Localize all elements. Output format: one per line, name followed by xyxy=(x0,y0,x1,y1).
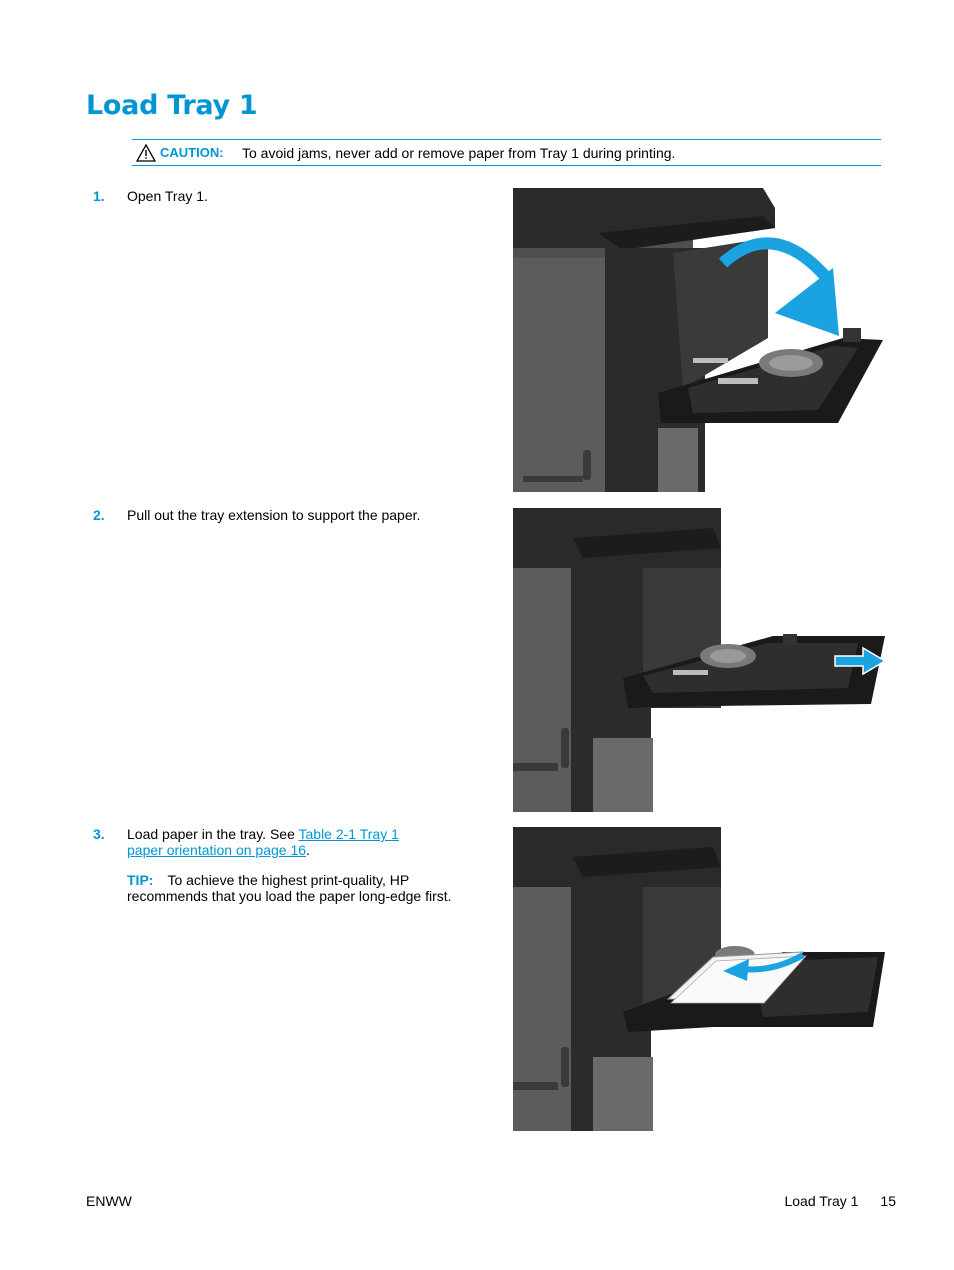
step-2-number: 2. xyxy=(93,507,105,523)
step-3-text-before: Load paper in the tray. See xyxy=(127,826,299,842)
footer-left-label: ENWW xyxy=(86,1193,132,1209)
tip-text: To achieve the highest print-quality, HP… xyxy=(127,872,452,904)
printer-load-paper-illustration xyxy=(513,827,885,1131)
page-title: Load Tray 1 xyxy=(86,90,258,121)
step-1-text: Open Tray 1. xyxy=(127,188,208,204)
footer-section-title: Load Tray 1 xyxy=(784,1193,859,1209)
warning-triangle-icon xyxy=(136,143,156,162)
footer-right: Load Tray 1 15 xyxy=(784,1193,896,1209)
caution-label: CAUTION: xyxy=(160,145,224,160)
tip-note: TIP:To achieve the highest print-quality… xyxy=(127,872,457,904)
page-number: 15 xyxy=(880,1193,896,1209)
step-3-text: Load paper in the tray. See Table 2-1 Tr… xyxy=(127,826,427,858)
figure-open-tray xyxy=(513,188,885,492)
figure-load-paper xyxy=(513,827,885,1131)
printer-extension-illustration xyxy=(513,508,885,812)
caution-notice: CAUTION: To avoid jams, never add or rem… xyxy=(132,139,881,166)
tip-label: TIP: xyxy=(127,872,154,888)
step-2-text: Pull out the tray extension to support t… xyxy=(127,507,421,523)
figure-tray-extension xyxy=(513,508,885,812)
step-1-number: 1. xyxy=(93,188,105,204)
step-3-text-after: . xyxy=(306,842,310,858)
table-reference-link[interactable]: Table 2-1 Tray 1 paper orientation on pa… xyxy=(127,826,399,858)
step-3-number: 3. xyxy=(93,826,105,842)
printer-open-tray-illustration xyxy=(513,188,885,492)
caution-text: To avoid jams, never add or remove paper… xyxy=(242,144,676,161)
